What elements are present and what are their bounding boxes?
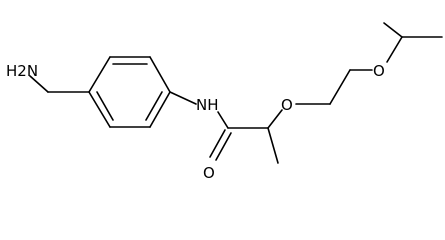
carbonyl-oxygen-label: O <box>203 164 215 182</box>
amide-nh-label: NH <box>196 96 219 114</box>
ether-oxygen-1-label: O <box>281 96 293 114</box>
bond-ring-nh <box>169 91 197 105</box>
bond-co-double-b <box>215 132 232 161</box>
bond-ring-3 <box>149 56 171 93</box>
ether-oxygen-2-label: O <box>373 62 385 80</box>
structure-diagram: H2N NH O O O <box>6 22 443 182</box>
bond-ch-o1 <box>267 109 283 129</box>
atom-labels: H2N NH O O O <box>6 62 385 182</box>
bond-layer <box>29 22 443 164</box>
amine-label: H2N <box>6 62 38 80</box>
bond-co-double-a <box>209 129 226 158</box>
bond-ring-double-3 <box>96 91 114 121</box>
bond-ipr-methyl-1 <box>383 22 403 38</box>
bond-ch-methyl <box>267 127 279 164</box>
bond-ring-4 <box>149 91 171 128</box>
bond-o2-ipr <box>386 36 403 63</box>
bond-ch2-ch2 <box>329 69 351 105</box>
bond-n-ch2 <box>29 75 49 93</box>
bond-ring-6 <box>88 91 111 128</box>
bond-ring-1 <box>88 56 111 93</box>
bond-ring-double-2 <box>145 91 163 121</box>
bond-nh-co <box>217 111 229 129</box>
